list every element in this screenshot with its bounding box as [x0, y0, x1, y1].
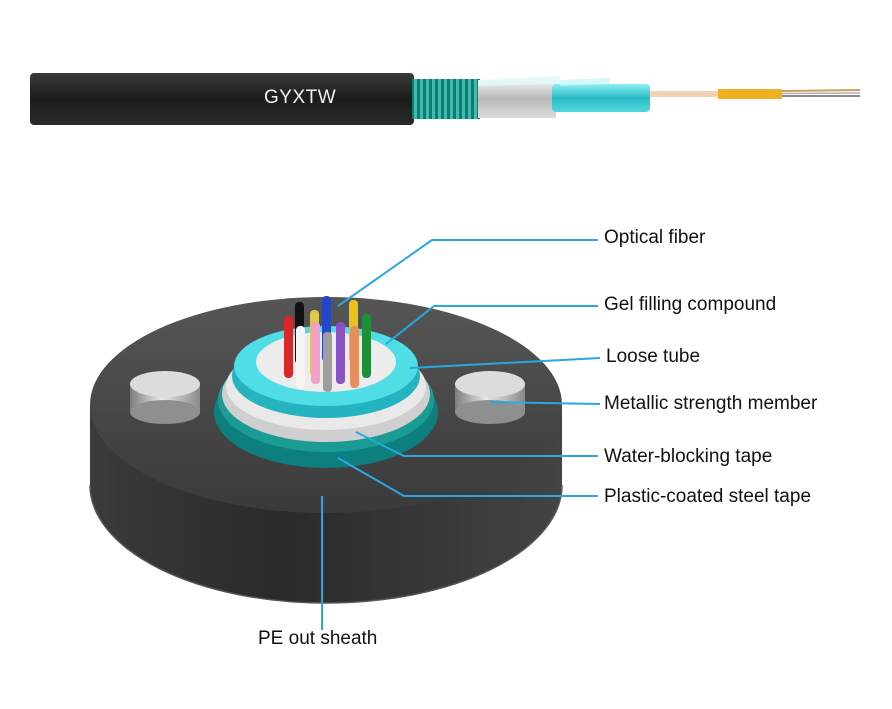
cable-fiber-bundle — [650, 91, 720, 97]
fiber-pink — [311, 322, 320, 384]
label-plastic-coated-steel-tape: Plastic-coated steel tape — [604, 486, 812, 507]
cable-shield-flap — [478, 76, 560, 86]
cable-outer-sheath — [30, 73, 414, 125]
label-metallic-strength-member: Metallic strength member — [604, 393, 818, 414]
leader-strength-member — [489, 401, 601, 405]
label-loose-tube: Loose tube — [606, 346, 701, 367]
pe-sheath-edge — [89, 484, 563, 604]
fiber-green — [362, 314, 371, 378]
leader-gel-filling — [385, 305, 598, 345]
fiber-red — [284, 316, 293, 378]
fiber-orange — [350, 326, 359, 388]
cable-cross-section — [89, 296, 563, 604]
fiber-purple — [336, 322, 345, 384]
label-pe-out-sheath: PE out sheath — [258, 628, 378, 649]
optical-fibers — [284, 296, 371, 392]
leader-loose-tube — [409, 357, 601, 369]
fiber-grey — [323, 332, 332, 392]
leader-lines — [321, 239, 601, 630]
leader-optical-fiber — [337, 239, 598, 307]
cable-model-label: GYXTW — [264, 87, 337, 108]
cable-fiber-end-3 — [781, 92, 861, 95]
cable-tube-highlight — [560, 78, 610, 86]
label-water-blocking-tape: Water-blocking tape — [604, 446, 773, 467]
cable-fiber-tape — [718, 89, 782, 99]
cable-armor-section — [412, 79, 480, 119]
cable-water-blocking-section — [478, 80, 556, 118]
cable-loose-tube-section — [552, 84, 650, 112]
leader-steel-tape — [337, 457, 598, 497]
fiber-white — [296, 326, 305, 388]
label-optical-fiber: Optical fiber — [604, 227, 706, 248]
cable-fiber-end-1 — [781, 89, 861, 92]
strength-member-right — [455, 371, 525, 424]
leader-water-blocking — [355, 431, 598, 457]
cable-side-view — [30, 73, 861, 125]
label-gel-filling-compound: Gel filling compound — [604, 294, 777, 315]
strength-member-left — [130, 371, 200, 424]
